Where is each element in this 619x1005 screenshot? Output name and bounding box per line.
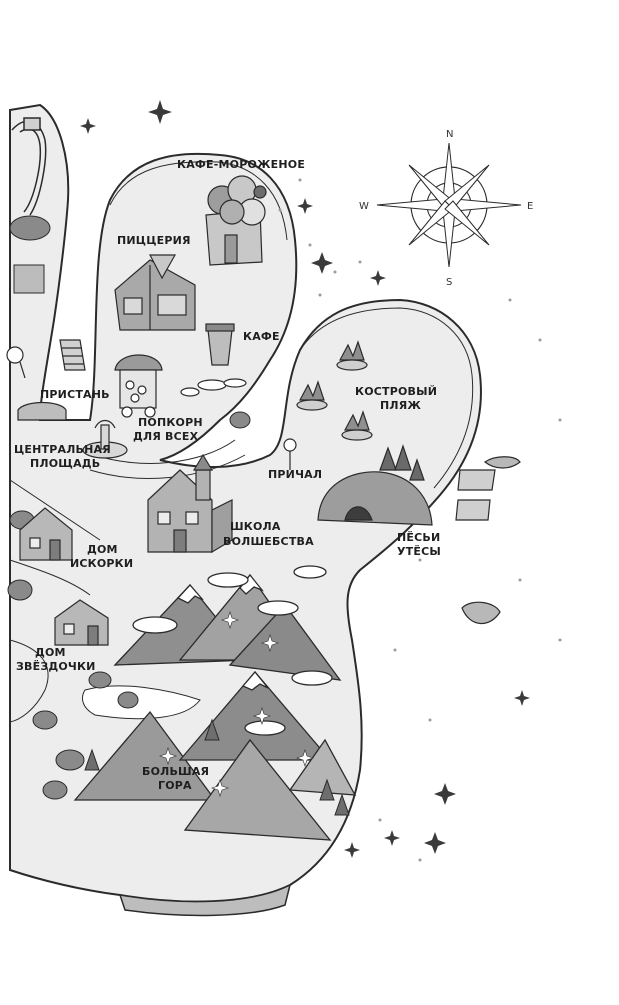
sparkle-icon <box>344 842 360 858</box>
bench-icon <box>17 401 67 421</box>
label-popcorn-line2: ДЛЯ ВСЕХ <box>133 430 199 443</box>
label-pier: ПРИСТАНЬ <box>40 388 110 401</box>
signpost-icon <box>6 346 297 470</box>
sparkle-icon <box>514 690 530 706</box>
compass-north: N <box>446 129 454 140</box>
sparkle-icon <box>311 252 333 274</box>
label-star-house-line2: ЗВЁЗДОЧКИ <box>16 659 96 673</box>
label-cafe: КАФЕ <box>243 330 280 343</box>
sparkle-icon <box>384 830 400 846</box>
sparkle-icon <box>148 100 172 124</box>
sparkle-icon <box>297 198 313 214</box>
label-bonfire-beach-line1: КОСТРОВЫЙ <box>355 385 437 398</box>
map-labels: КАФЕ-МОРОЖЕНОЕ ПИЦЦЕРИЯ КАФЕ ПРИСТАНЬ ЦЕ… <box>14 158 441 792</box>
label-dock: ПРИЧАЛ <box>268 468 322 481</box>
label-sparkle-house-line2: ИСКОРКИ <box>70 557 133 570</box>
mountain-icon <box>228 603 342 681</box>
sparkle-icon <box>370 270 386 286</box>
coffee-cup-icon <box>180 323 247 397</box>
campfire-icon <box>296 340 373 441</box>
label-star-house-line1: ДОМ <box>35 646 66 659</box>
compass-east: E <box>527 201 534 212</box>
school-icon <box>147 453 233 554</box>
ice-cream-shop-icon <box>205 175 267 266</box>
label-ice-cream-cafe: КАФЕ-МОРОЖЕНОЕ <box>177 158 305 171</box>
label-dog-cliffs-line2: УТЁСЫ <box>397 544 441 558</box>
label-bonfire-beach-line2: ПЛЯЖ <box>380 399 421 412</box>
sparkle-icon <box>253 707 271 725</box>
sparkle-icon <box>261 634 279 652</box>
mountain-icon <box>73 710 217 801</box>
compass-west: W <box>359 201 369 212</box>
sea-sparkles <box>80 100 530 858</box>
label-central-square-line1: ЦЕНТРАЛЬНАЯ <box>14 443 111 456</box>
sparkle-icon <box>434 783 456 805</box>
sparkle-icon <box>296 749 314 767</box>
ocean-texture <box>278 178 562 862</box>
label-sparkle-house-line1: ДОМ <box>87 543 118 556</box>
label-big-mountain-line2: ГОРА <box>158 779 192 792</box>
label-central-square-line2: ПЛОЩАДЬ <box>30 457 100 470</box>
label-dog-cliffs-line1: ПЁСЬИ <box>397 530 440 544</box>
roller-coaster-icon <box>11 117 47 216</box>
compass-rose-icon: N S E W <box>359 129 534 288</box>
house-icon <box>54 599 109 646</box>
sparkle-icon <box>80 118 96 134</box>
mountain-sparkles <box>159 611 314 797</box>
label-popcorn-line1: ПОПКОРН <box>138 416 203 429</box>
cave-icon <box>317 444 433 526</box>
pizzeria-icon <box>114 254 196 331</box>
sparkle-icon <box>424 832 446 854</box>
label-pizzeria: ПИЦЦЕРИЯ <box>117 234 191 247</box>
dock-icon <box>455 469 496 521</box>
sparkle-icon <box>221 611 239 629</box>
compass-south: S <box>446 277 453 288</box>
sparkle-icon <box>211 779 229 797</box>
rowboat-icon <box>461 456 521 625</box>
label-big-mountain-line1: БОЛЬШАЯ <box>142 765 209 778</box>
house-icon <box>19 507 73 561</box>
pier-icon <box>59 339 86 371</box>
sparkle-icon <box>159 747 177 765</box>
popcorn-cart-icon <box>114 354 163 418</box>
trees-left <box>7 215 251 800</box>
pine-trees <box>84 718 350 816</box>
fountain-icon <box>82 419 128 459</box>
label-magic-school-line1: ШКОЛА <box>230 520 281 533</box>
label-magic-school-line2: ВОЛШЕБСТВА <box>223 535 314 548</box>
